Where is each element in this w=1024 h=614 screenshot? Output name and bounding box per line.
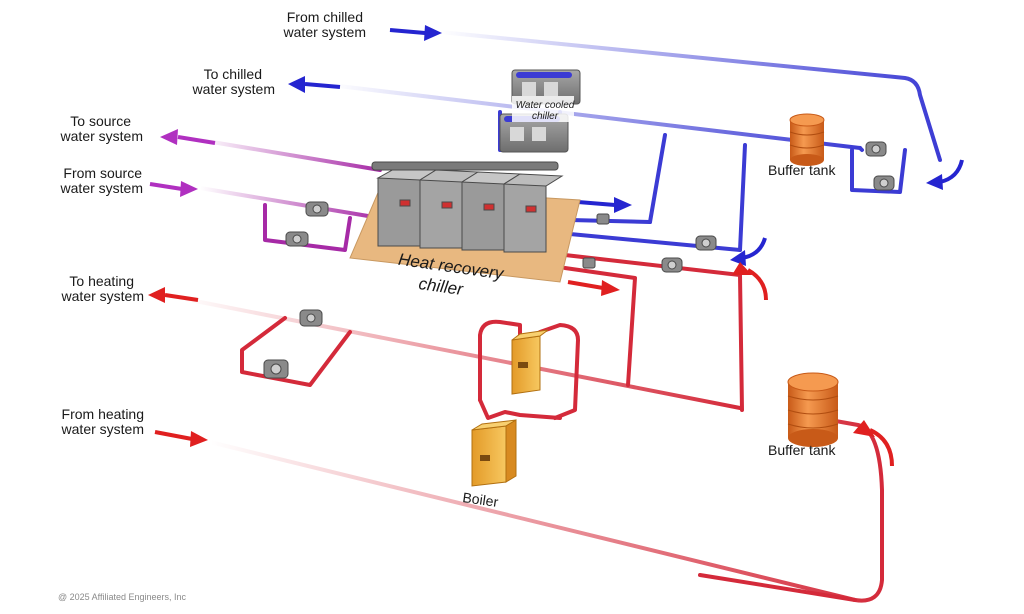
- hrc-chilled-outlet-pipe: [568, 218, 652, 224]
- pump-chilled-3: [873, 175, 895, 191]
- pump-source-1: [305, 201, 329, 217]
- arrow-curve-red-1: [746, 268, 768, 301]
- boiler-upper: [511, 329, 549, 395]
- label-buffer-tank-chilled: Buffer tank: [768, 162, 836, 178]
- arrow-hrc-heating-out: [567, 280, 620, 296]
- pump-red-1: [661, 257, 683, 273]
- label-from-chilled-2: water system: [283, 24, 366, 40]
- pump-chilled-2: [865, 141, 887, 157]
- pump-chilled-1: [695, 235, 717, 251]
- boiler-lower: [471, 419, 517, 487]
- label-to-heating-2: water system: [61, 288, 144, 304]
- flow-arrows: [148, 25, 964, 467]
- label-to-heating-1: To heating: [69, 273, 134, 289]
- label-hrc-2: chiller: [417, 274, 465, 299]
- label-from-source-2: water system: [60, 180, 143, 196]
- copyright: @ 2025 Affiliated Engineers, Inc: [58, 592, 187, 602]
- buffer-tank-chilled: [789, 113, 825, 166]
- label-boiler: Boiler: [462, 489, 500, 510]
- pump-heating-1: [299, 309, 323, 327]
- arrow-from-source: [149, 181, 198, 197]
- arrow-to-chilled: [288, 76, 341, 93]
- label-from-source-1: From source: [63, 165, 142, 181]
- label-to-source-2: water system: [60, 128, 143, 144]
- label-from-heating-2: water system: [61, 421, 144, 437]
- labels: From chilled water system To chilled wat…: [58, 9, 836, 602]
- label-to-source-1: To source: [70, 113, 131, 129]
- arrow-curve-blue-2: [939, 159, 964, 184]
- chilled-water-piping: [328, 30, 942, 252]
- water-cooled-chiller-unit-1: [511, 69, 581, 105]
- heating-water-piping: [178, 253, 884, 603]
- label-to-chilled-1: To chilled: [204, 66, 262, 82]
- from-chilled-pipe: [438, 30, 942, 162]
- to-chilled-pipe: [328, 83, 862, 150]
- pump-heating-2: [263, 359, 289, 379]
- valve-1: [596, 213, 610, 225]
- valve-2: [582, 257, 596, 269]
- to-source-pipe: [198, 138, 382, 172]
- label-water-cooled-chiller-1: Water cooled: [516, 100, 575, 111]
- to-heating-pipe: [178, 296, 742, 410]
- label-to-chilled-2: water system: [192, 81, 275, 97]
- arrow-from-heating: [154, 430, 208, 447]
- arrow-hrc-chilled-out: [577, 197, 632, 213]
- buffer-tank-heating: [787, 372, 839, 447]
- pumps: [263, 141, 895, 379]
- arrow-to-source: [160, 129, 216, 145]
- label-water-cooled-chiller-2: chiller: [532, 111, 559, 122]
- heat-recovery-chiller: [349, 161, 581, 283]
- arrow-curve-red-2: [869, 428, 894, 467]
- pump-source-2: [285, 231, 309, 247]
- arrow-curve-blue-1: [741, 237, 767, 260]
- hrc-modules: [371, 161, 564, 253]
- arrow-from-chilled: [389, 25, 442, 41]
- arrow-to-heating: [148, 287, 199, 303]
- from-source-pipe: [198, 186, 382, 220]
- label-from-chilled-1: From chilled: [287, 9, 363, 25]
- label-buffer-tank-heating: Buffer tank: [768, 442, 836, 458]
- label-from-heating-1: From heating: [62, 406, 144, 422]
- water-cooled-chiller: [499, 69, 581, 153]
